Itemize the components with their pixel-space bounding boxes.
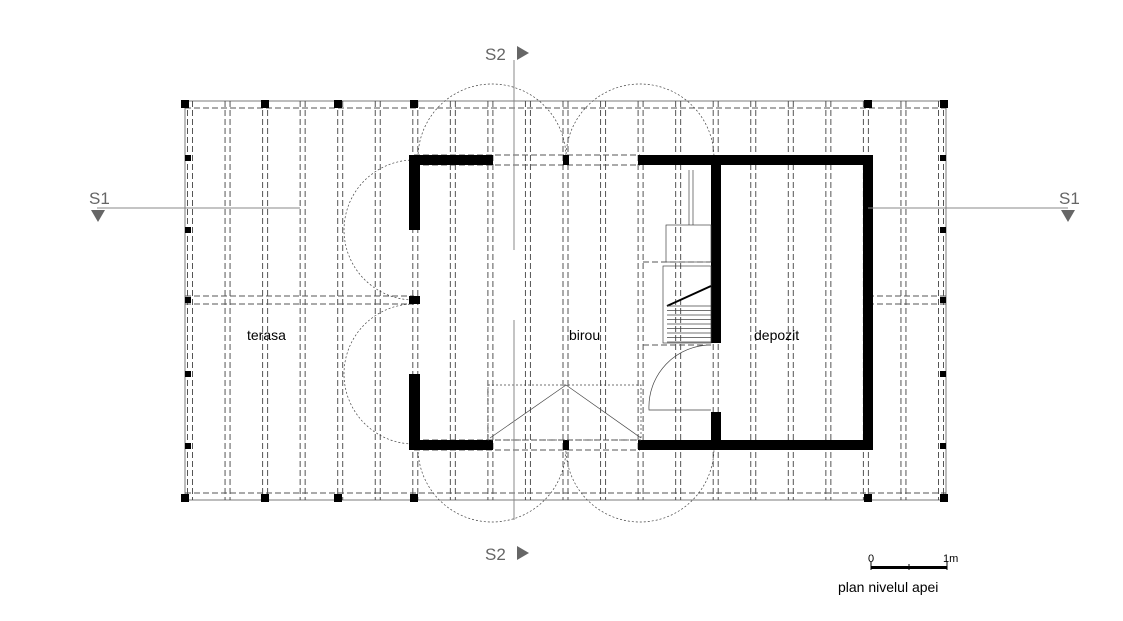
- room-label-birou: birou: [569, 327, 600, 343]
- staircase: [643, 170, 712, 346]
- section-arrow-icon: [1061, 210, 1075, 222]
- scale-end: 1m: [943, 553, 958, 565]
- door-swings: [343, 83, 715, 523]
- section-lines: S1 S1 S2 S2: [89, 45, 1080, 564]
- room-label-terasa: terasa: [247, 327, 286, 343]
- posts: [181, 100, 948, 502]
- walls: [409, 155, 873, 450]
- room-label-depozit: depozit: [754, 327, 799, 343]
- section-arrow-icon: [91, 210, 105, 222]
- section-label-s1-left: S1: [89, 189, 110, 208]
- section-label-s2-bottom: S2: [485, 545, 506, 564]
- section-label-s1-right: S1: [1059, 189, 1080, 208]
- section-arrow-icon: [517, 546, 529, 560]
- ceiling-opening: [487, 384, 642, 441]
- section-label-s2-top: S2: [485, 45, 506, 64]
- plan-title: plan nivelul apei: [838, 579, 938, 595]
- scale-bar: 0 1m: [868, 553, 958, 570]
- section-arrow-icon: [517, 46, 529, 60]
- scale-start: 0: [868, 553, 874, 565]
